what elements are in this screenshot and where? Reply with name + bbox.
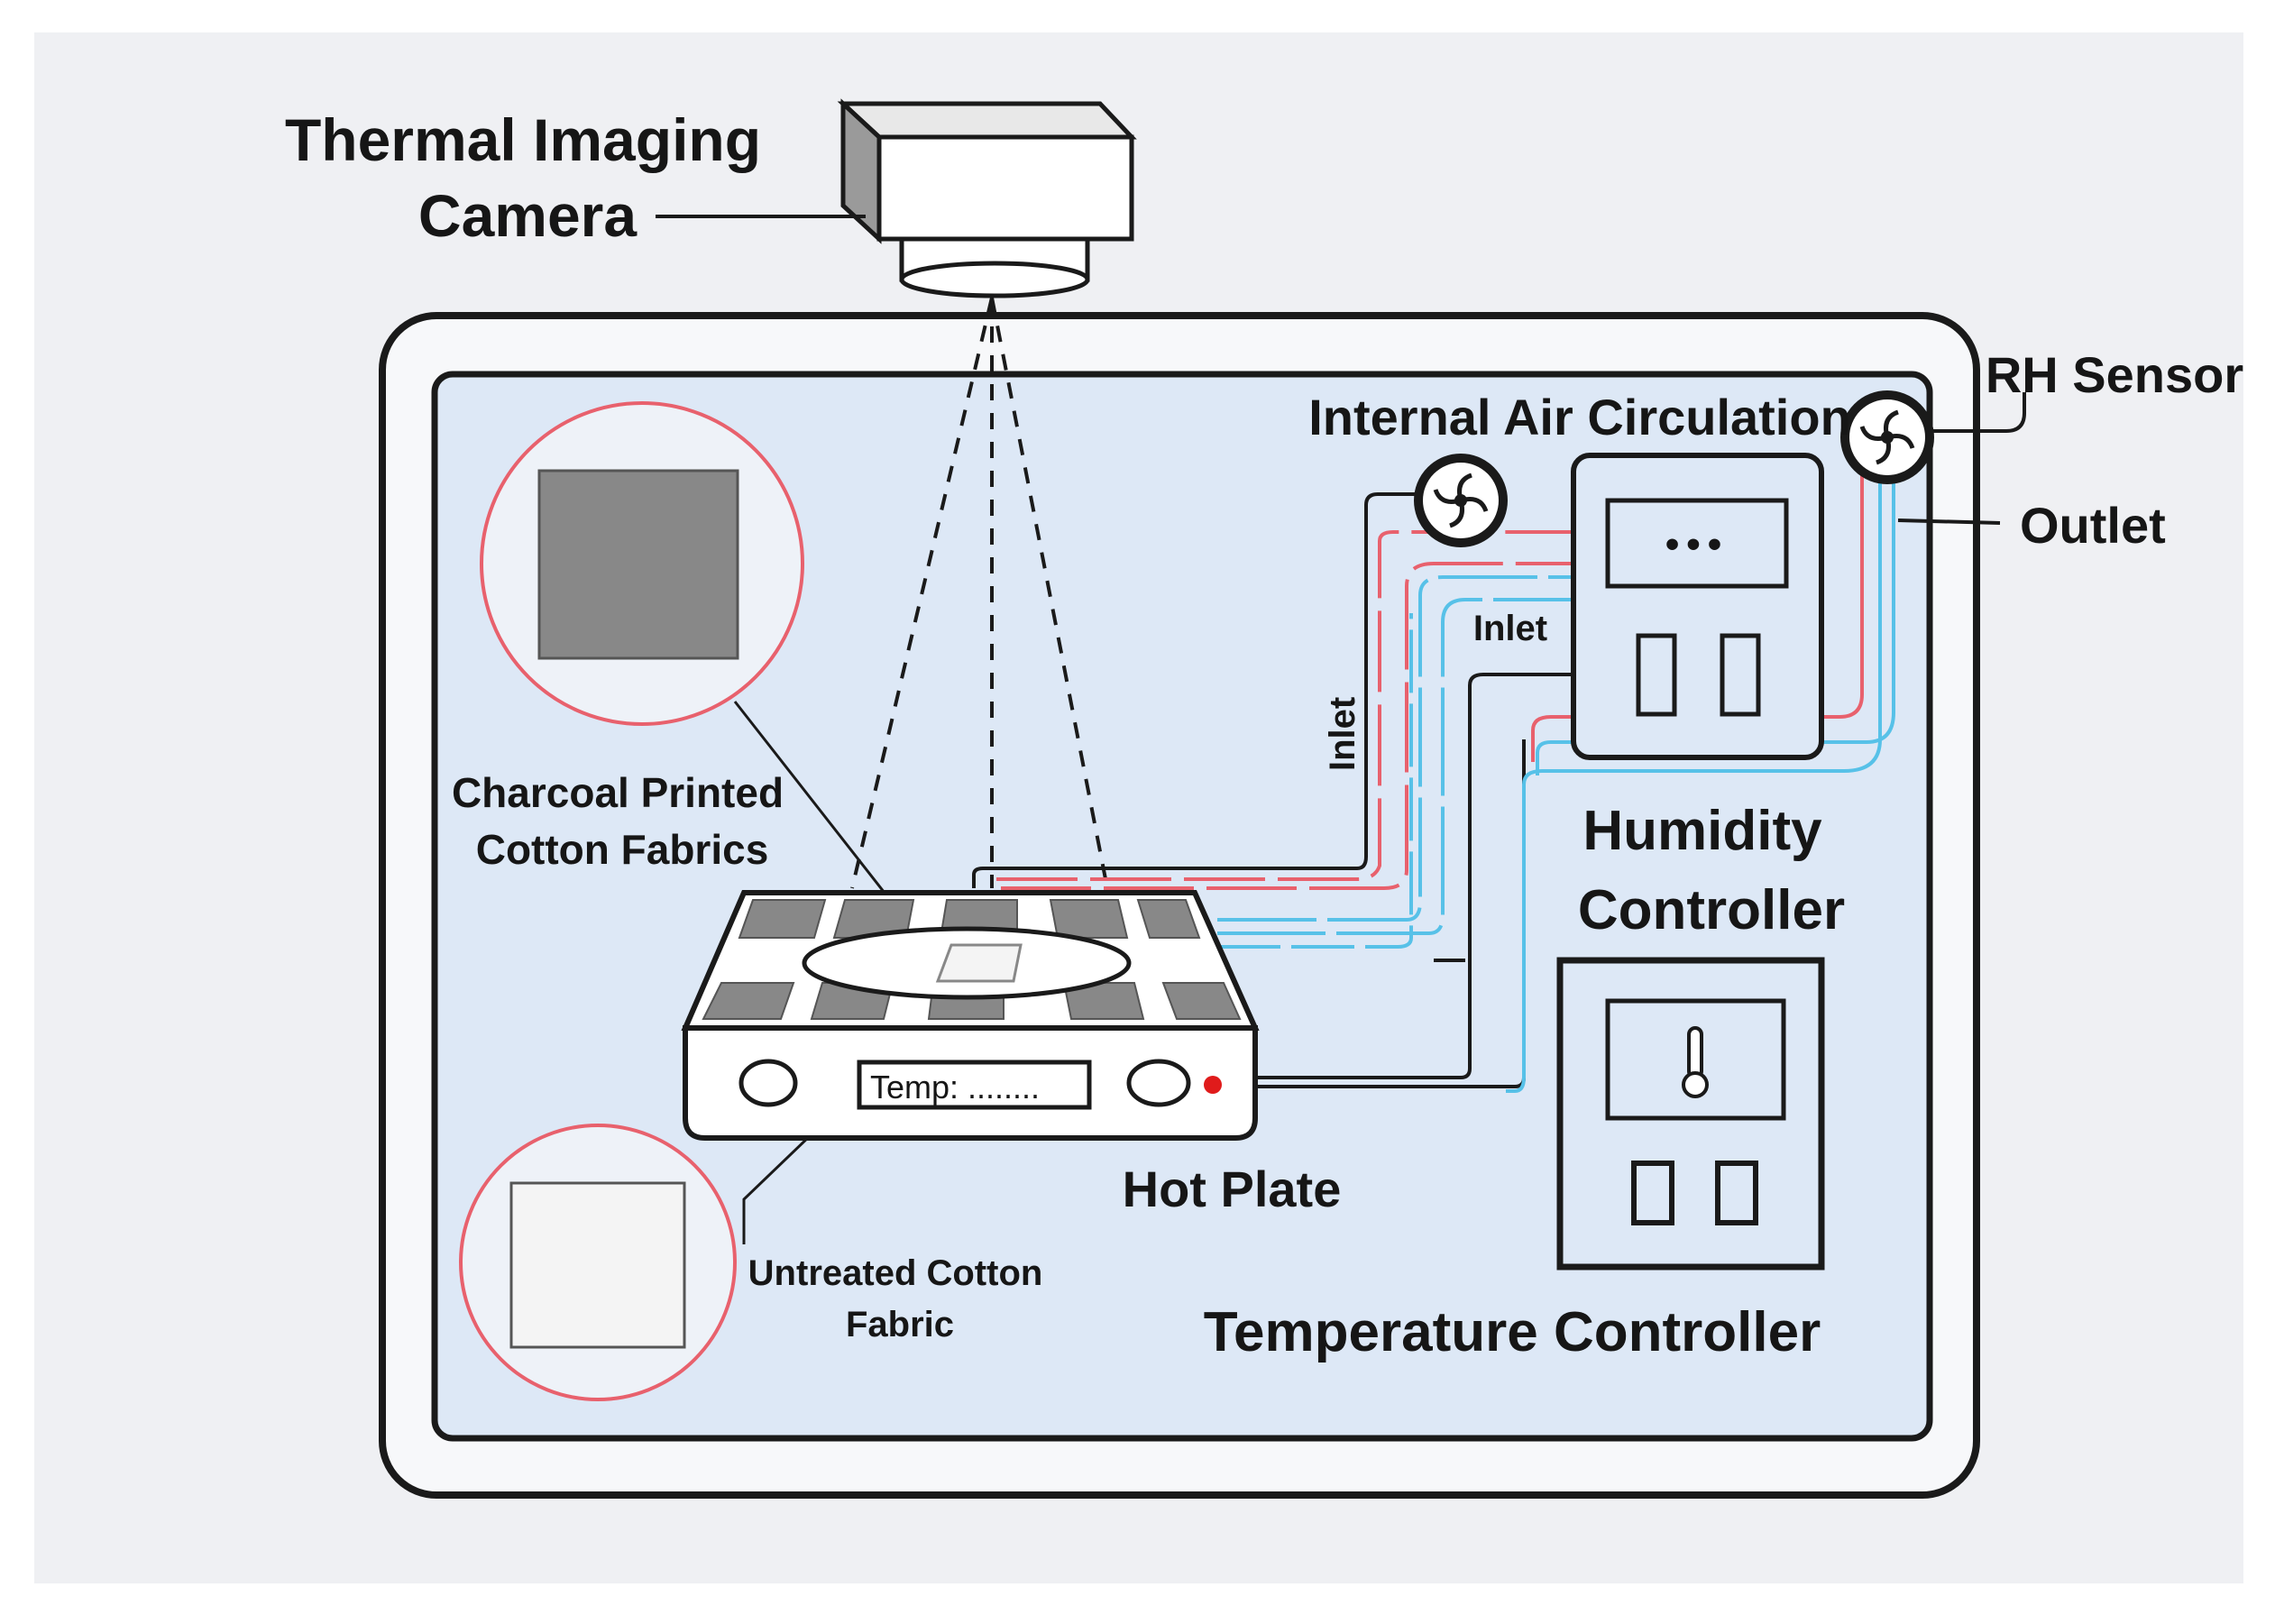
camera-field-of-view bbox=[850, 297, 1109, 889]
inlet-vertical-label: Inlet bbox=[1323, 697, 1362, 771]
untreated-fabric-zoom bbox=[459, 1124, 737, 1401]
charcoal-swatches bbox=[702, 899, 1242, 1020]
humidity-label-line2: Controller bbox=[1578, 879, 1845, 941]
charcoal-fabric-zoom bbox=[480, 401, 804, 726]
inlet-horizontal-label: Inlet bbox=[1473, 609, 1547, 648]
charcoal-label-line1: Charcoal Printed bbox=[452, 769, 784, 816]
humidity-label-line1: Humidity bbox=[1582, 800, 1822, 862]
untreated-label-line1: Untreated Cotton bbox=[748, 1253, 1043, 1293]
fan-icon bbox=[1414, 454, 1508, 547]
charcoal-fabric-swatch bbox=[537, 469, 739, 660]
outlet-leader-line bbox=[1897, 518, 2001, 525]
humidity-controller: ••• bbox=[1571, 453, 1824, 760]
humidity-display-dots: ••• bbox=[1665, 522, 1729, 566]
hot-plate: Temp: ........ bbox=[681, 890, 1260, 1141]
rh-sensor-label: RH Sensor bbox=[1986, 346, 2243, 403]
rh-sensor-leader-line bbox=[1930, 392, 2026, 433]
temperature-controller-label: Temperature Controller bbox=[1204, 1301, 1821, 1363]
untreated-label-line2: Fabric bbox=[846, 1305, 954, 1344]
untreated-swatch-on-plate bbox=[935, 943, 1023, 983]
untreated-fabric-swatch bbox=[509, 1181, 686, 1349]
temperature-controller bbox=[1556, 957, 1825, 1271]
temp-display-text: Temp: ........ bbox=[870, 1069, 1040, 1106]
indicator-dot bbox=[1204, 1076, 1222, 1094]
charcoal-label-line2: Cotton Fabrics bbox=[476, 826, 769, 873]
thermometer-icon bbox=[1682, 1026, 1709, 1098]
hot-plate-label: Hot Plate bbox=[1123, 1161, 1342, 1217]
hot-plate-knob-left bbox=[738, 1059, 798, 1107]
fan-icon bbox=[1840, 390, 1934, 484]
humidity-button-left bbox=[1636, 633, 1677, 717]
humidity-display bbox=[1605, 498, 1789, 589]
hot-plate-temp-display bbox=[857, 1060, 1092, 1110]
hot-plate-knob-right bbox=[1126, 1059, 1191, 1107]
internal-air-label: Internal Air Circulation bbox=[1308, 389, 1851, 445]
camera-label-line2: Camera bbox=[418, 182, 638, 249]
thermal-camera bbox=[837, 98, 1137, 298]
air-tubes bbox=[972, 446, 1895, 1093]
camera-label-line1: Thermal Imaging bbox=[285, 106, 761, 173]
outlet-label: Outlet bbox=[2020, 497, 2166, 554]
humidity-button-right bbox=[1720, 633, 1761, 717]
